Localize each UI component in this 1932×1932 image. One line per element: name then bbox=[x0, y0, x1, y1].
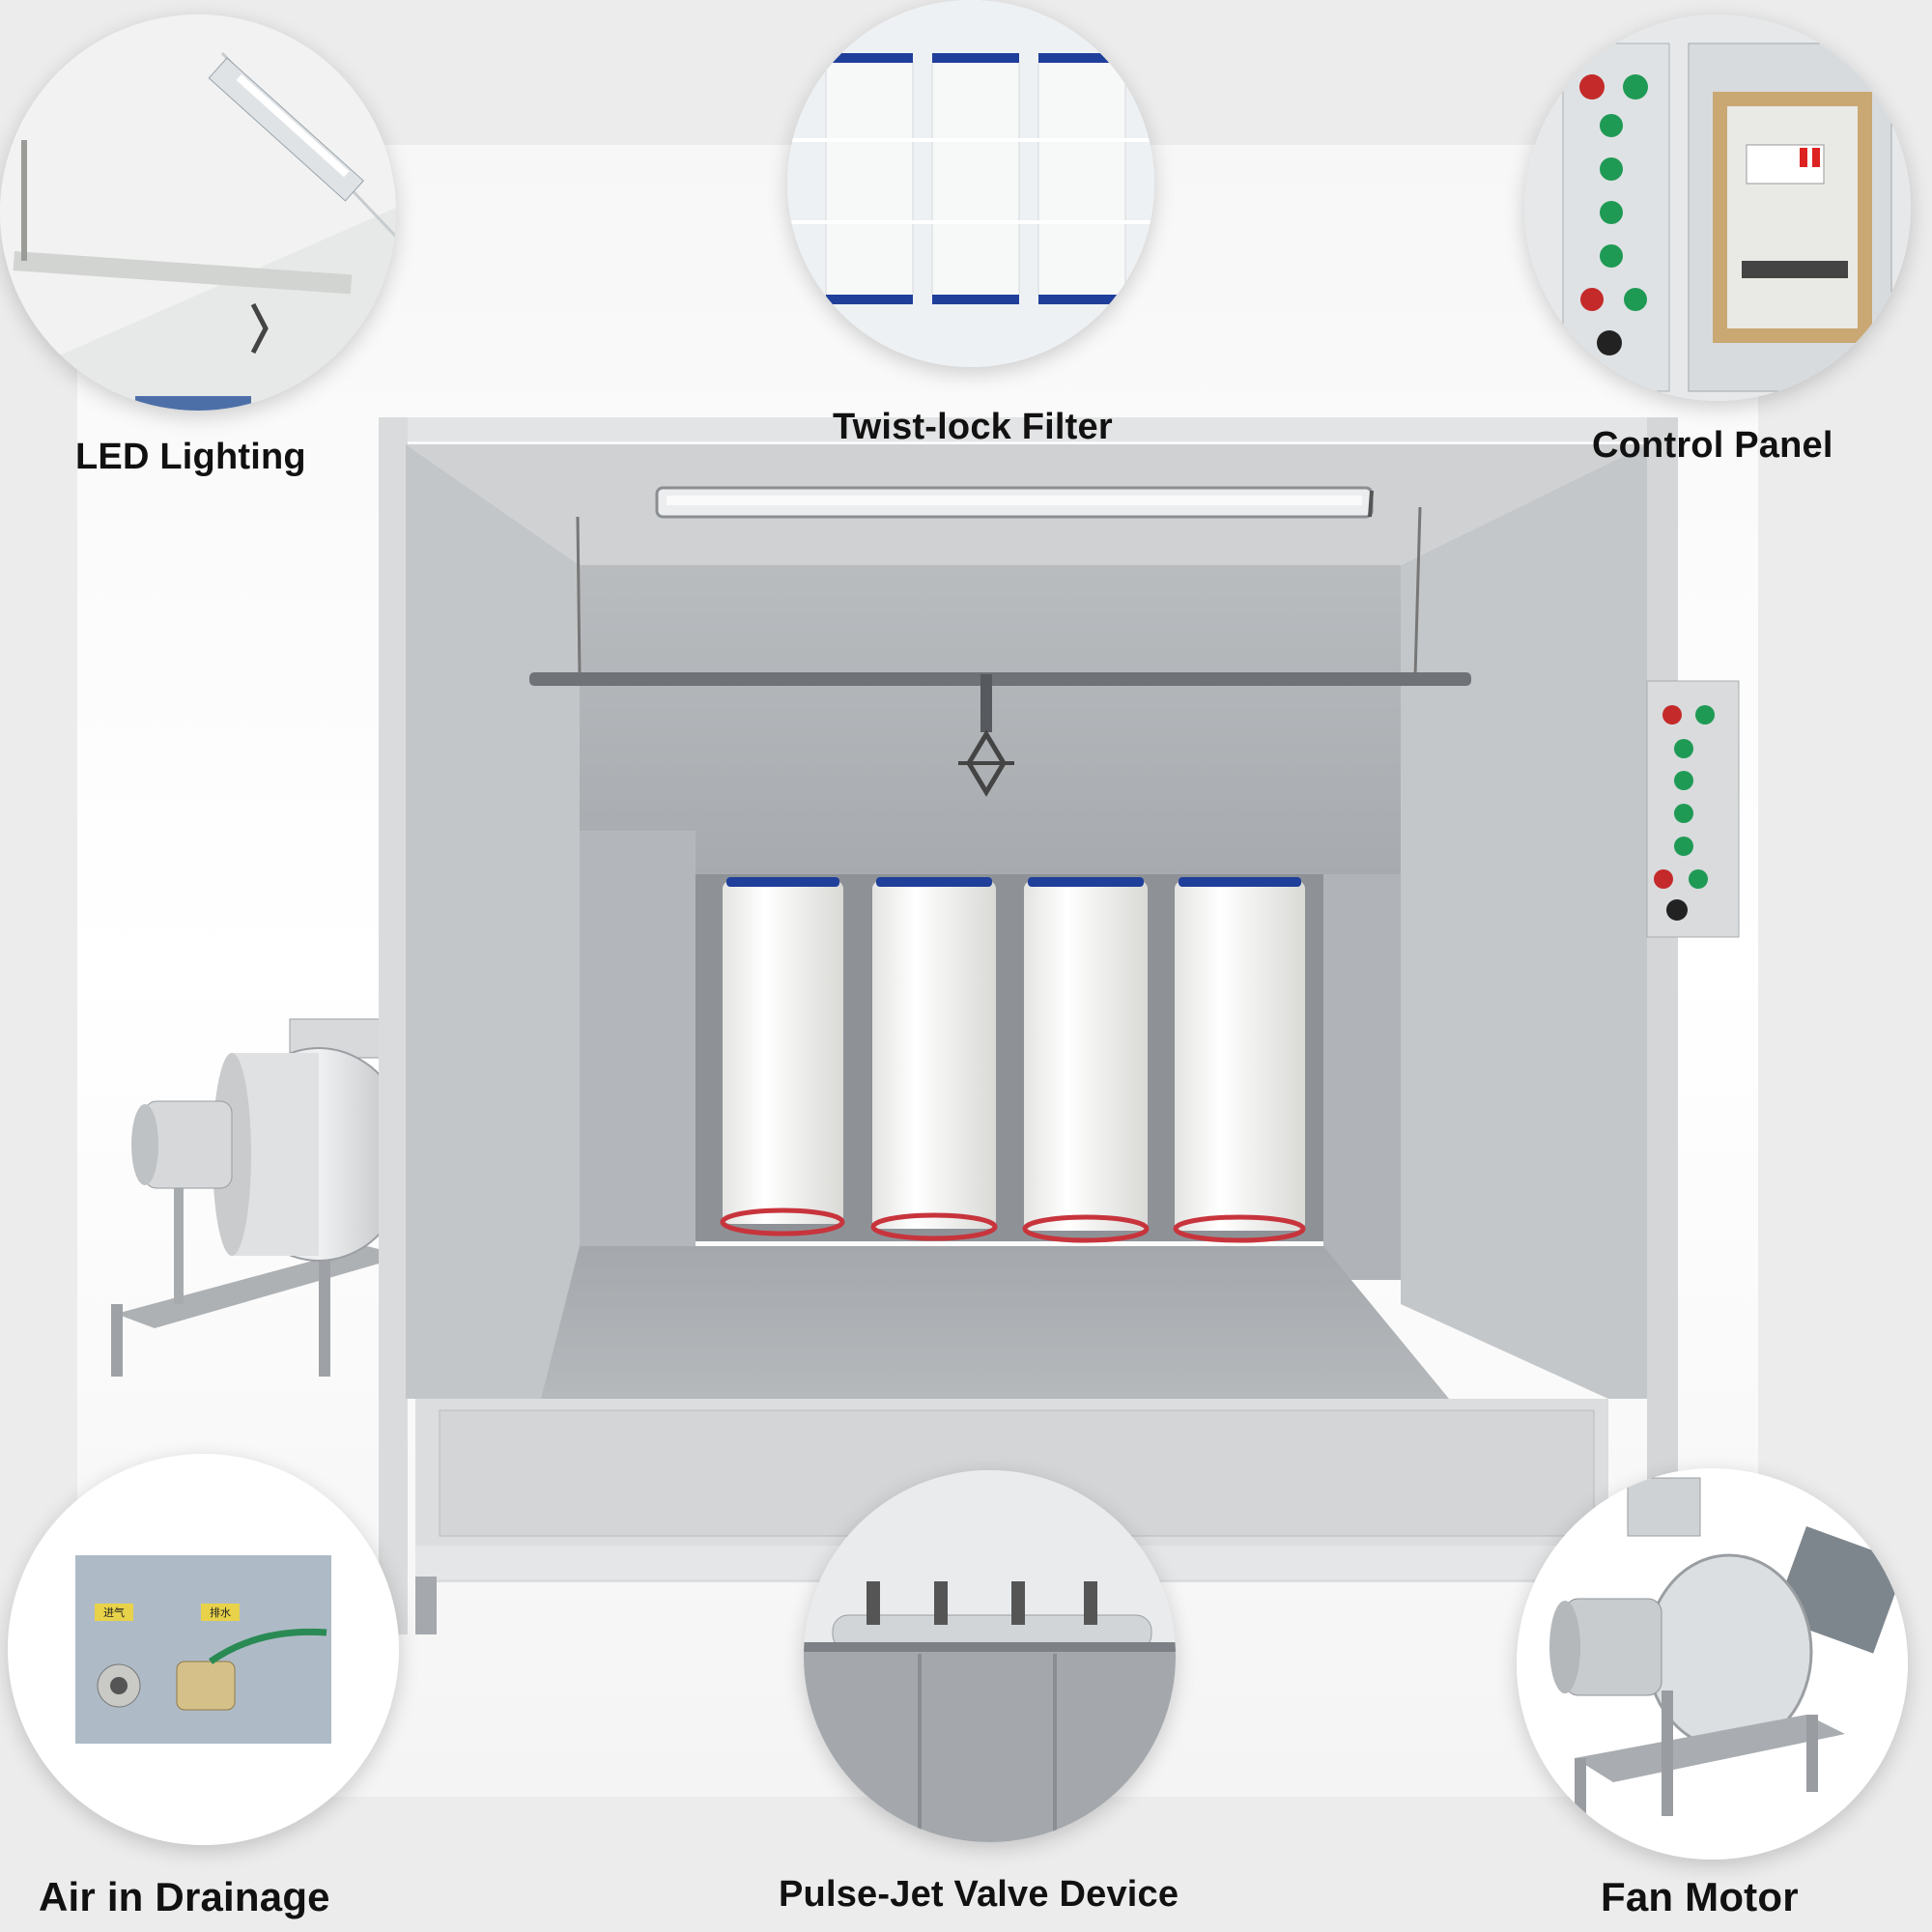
air-in-drainage-photo: 进气 排水 bbox=[8, 1454, 399, 1845]
drainage-tag-drain: 排水 bbox=[210, 1605, 231, 1619]
fan-motor-photo bbox=[1517, 1468, 1908, 1860]
led-lighting-label: LED Lighting bbox=[75, 437, 306, 477]
booth-filter-cartridges bbox=[720, 877, 1306, 1243]
fan-motor-label: Fan Motor bbox=[1601, 1874, 1799, 1919]
drainage-tag-air-in: 进气 bbox=[103, 1605, 125, 1619]
booth-fan-unit bbox=[111, 1018, 412, 1377]
booth-side-control-box bbox=[1646, 680, 1740, 938]
control-panel-photo bbox=[1524, 14, 1911, 401]
led-lighting-photo bbox=[0, 14, 396, 411]
pulse-jet-valve-photo bbox=[804, 1470, 1176, 1842]
control-panel-label: Control Panel bbox=[1592, 425, 1833, 466]
twist-lock-filter-photo bbox=[787, 0, 1154, 367]
air-in-drainage-label: Air in Drainage bbox=[39, 1874, 330, 1919]
twist-lock-filter-label: Twist-lock Filter bbox=[833, 407, 1113, 447]
pulse-jet-valve-label: Pulse-Jet Valve Device bbox=[779, 1874, 1179, 1915]
